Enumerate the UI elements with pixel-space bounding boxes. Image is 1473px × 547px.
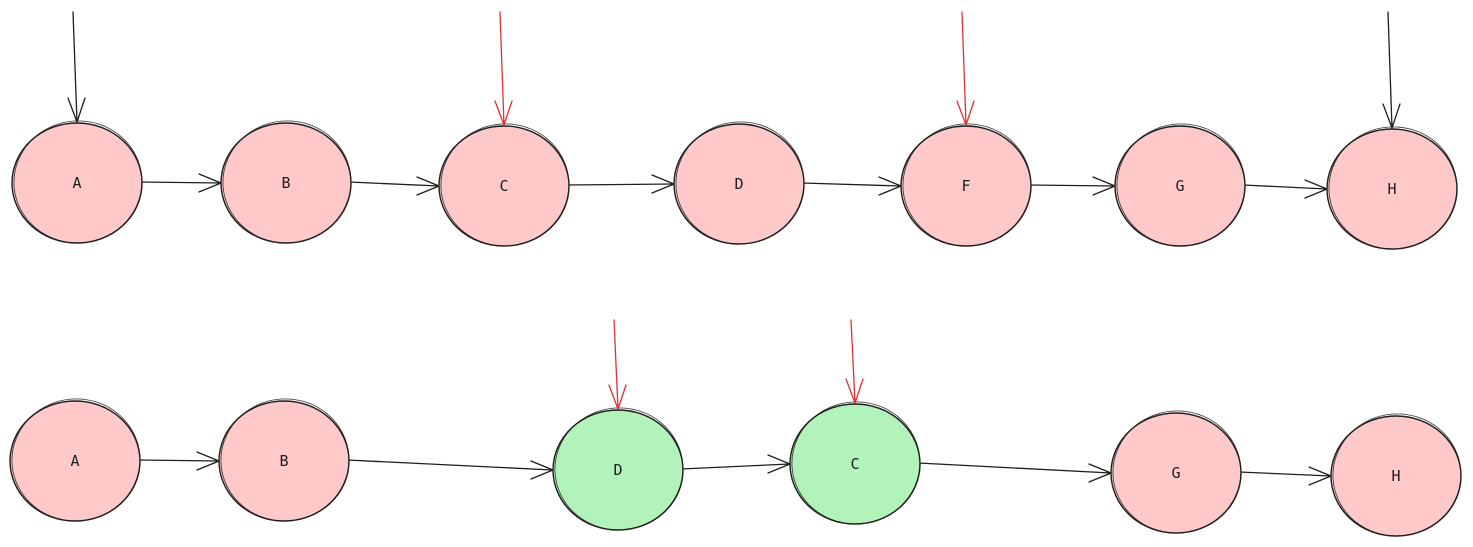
node-label: D (734, 175, 743, 193)
node-d: D (673, 121, 805, 245)
pointer-arrowhead (67, 97, 86, 123)
node-h: H (1330, 413, 1462, 537)
node-b: B (218, 398, 350, 522)
edge-line (801, 182, 902, 187)
node-label: A (70, 452, 79, 470)
node-label: D (613, 461, 622, 479)
pointer-arrow-black-a (67, 11, 86, 123)
node-sketch-outline (222, 120, 352, 244)
edge-line (680, 463, 791, 470)
pointer-arrow-black-h (1382, 11, 1401, 129)
pointer-line (961, 11, 967, 126)
node-d-swapped: D (552, 407, 684, 531)
pointer-arrowhead (845, 378, 864, 404)
edge-arrow-f-to-g (1028, 176, 1116, 196)
edge-arrow-d-to-c (680, 454, 791, 474)
node-c: C (438, 123, 570, 247)
edge-line (566, 183, 675, 186)
node-g: G (1110, 410, 1242, 534)
edge-line (137, 459, 220, 462)
pointer-line (1387, 11, 1393, 129)
node-g: G (1114, 123, 1246, 247)
node-label: B (281, 174, 290, 192)
edge-line (1028, 184, 1116, 187)
node-sketch-outline (1116, 123, 1246, 247)
edge-arrow-b-to-d (346, 459, 554, 480)
pointer-line (499, 11, 505, 126)
edge-line (346, 459, 554, 471)
node-label: F (961, 177, 970, 195)
node-a: A (9, 398, 141, 522)
node-h: H (1326, 126, 1458, 250)
edge-arrow-d-to-f (801, 176, 902, 196)
node-label: B (279, 452, 288, 470)
pointer-arrowhead (1382, 103, 1401, 129)
node-sketch-outline (791, 401, 921, 525)
pointer-arrowhead (494, 100, 513, 126)
pointer-arrow-red-d (608, 319, 627, 410)
edge-line (1242, 184, 1328, 190)
edge-line (348, 181, 440, 187)
edge-arrow-c-to-g (917, 462, 1112, 483)
node-c-swapped: C (789, 401, 921, 525)
node-sketch-outline (902, 123, 1032, 247)
pointer-arrowhead (956, 100, 975, 126)
pointer-line (613, 319, 619, 410)
node-sketch-outline (13, 120, 143, 244)
node-label: A (72, 174, 81, 192)
pointer-line (72, 11, 78, 123)
node-label: C (850, 455, 859, 473)
node-sketch-outline (1328, 126, 1458, 250)
edge-arrow-g-to-h (1242, 179, 1328, 199)
edge-line (917, 462, 1112, 474)
pointer-arrow-red-f (956, 11, 975, 126)
pointer-arrow-red-c (494, 11, 513, 126)
pointer-arrow-red-c (845, 319, 864, 404)
edge-line (139, 181, 222, 184)
node-label: H (1387, 180, 1396, 198)
node-sketch-outline (675, 121, 805, 245)
edge-line (1238, 471, 1332, 477)
node-a: A (11, 120, 143, 244)
edge-arrow-b-to-c (348, 176, 440, 196)
node-label: G (1175, 177, 1184, 195)
node-f: F (900, 123, 1032, 247)
node-sketch-outline (1332, 413, 1462, 537)
node-label: C (499, 177, 508, 195)
node-label: H (1391, 467, 1400, 485)
node-sketch-outline (440, 123, 570, 247)
node-b: B (220, 120, 352, 244)
edge-arrow-a-to-b (139, 173, 222, 193)
node-sketch-outline (554, 407, 684, 531)
edge-arrow-c-to-d (566, 174, 675, 194)
edge-arrow-a-to-b (137, 451, 220, 471)
pointer-line (850, 319, 856, 404)
pointer-arrowhead (608, 384, 627, 410)
node-sketch-outline (1112, 410, 1242, 534)
node-label: G (1171, 464, 1180, 482)
edge-arrow-g-to-h (1238, 466, 1332, 486)
node-sketch-outline (11, 398, 141, 522)
node-sketch-outline (220, 398, 350, 522)
